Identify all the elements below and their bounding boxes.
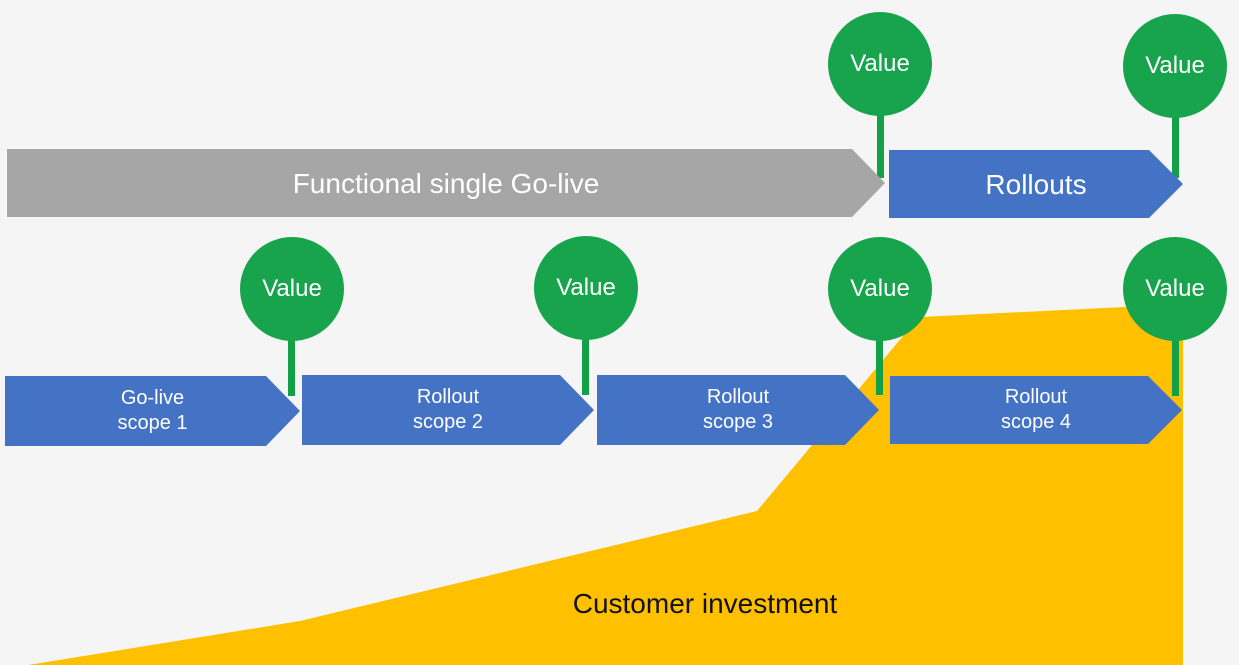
- value-marker-label: Value: [850, 275, 910, 302]
- value-marker: Value: [828, 237, 932, 341]
- phase-arrow-rollout-scope3: Rollout scope 3: [597, 375, 879, 445]
- rollouts-label: Rollouts: [985, 168, 1087, 200]
- value-marker-label: Value: [850, 50, 910, 77]
- phase-arrow-label-line1: Rollout: [1004, 386, 1068, 408]
- value-marker-label: Value: [1145, 52, 1205, 79]
- phase-arrow-golive-scope1: Go-live scope 1: [5, 376, 300, 446]
- phase-arrow-label-line1: Rollout: [706, 386, 770, 408]
- phase-arrow-rollout-scope2: Rollout scope 2: [302, 375, 594, 445]
- value-marker-stem: [877, 104, 884, 178]
- value-marker: Value: [828, 12, 932, 116]
- value-marker: Value: [240, 237, 344, 341]
- phase-arrow-label-line2: scope 4: [1000, 411, 1072, 433]
- value-marker-label: Value: [556, 274, 616, 301]
- value-marker-label: Value: [262, 275, 322, 302]
- value-marker-stem: [582, 329, 589, 395]
- customer-investment-label: Customer investment: [572, 588, 838, 619]
- single-golive-arrow: Functional single Go-live: [7, 149, 885, 217]
- value-marker-stem: [288, 330, 295, 396]
- phase-arrow-label-line2: scope 2: [412, 411, 484, 433]
- value-marker: Value: [1123, 237, 1227, 341]
- phase-arrow-label-line2: scope 1: [117, 412, 188, 434]
- value-marker-label: Value: [1145, 275, 1205, 302]
- value-marker-stem: [1172, 106, 1179, 178]
- value-marker-stem: [1172, 329, 1179, 396]
- phase-arrow-label-line1: Go-live: [120, 387, 185, 409]
- value-marker-stem: [876, 329, 883, 395]
- phase-arrow-label-line2: scope 3: [702, 411, 774, 433]
- single-golive-label: Functional single Go-live: [292, 167, 600, 199]
- value-marker: Value: [1123, 14, 1227, 118]
- phase-arrow-rollout-scope4: Rollout scope 4: [890, 376, 1182, 444]
- rollouts-arrow: Rollouts: [889, 150, 1183, 218]
- phase-arrow-label-line1: Rollout: [416, 386, 480, 408]
- value-marker: Value: [534, 236, 638, 340]
